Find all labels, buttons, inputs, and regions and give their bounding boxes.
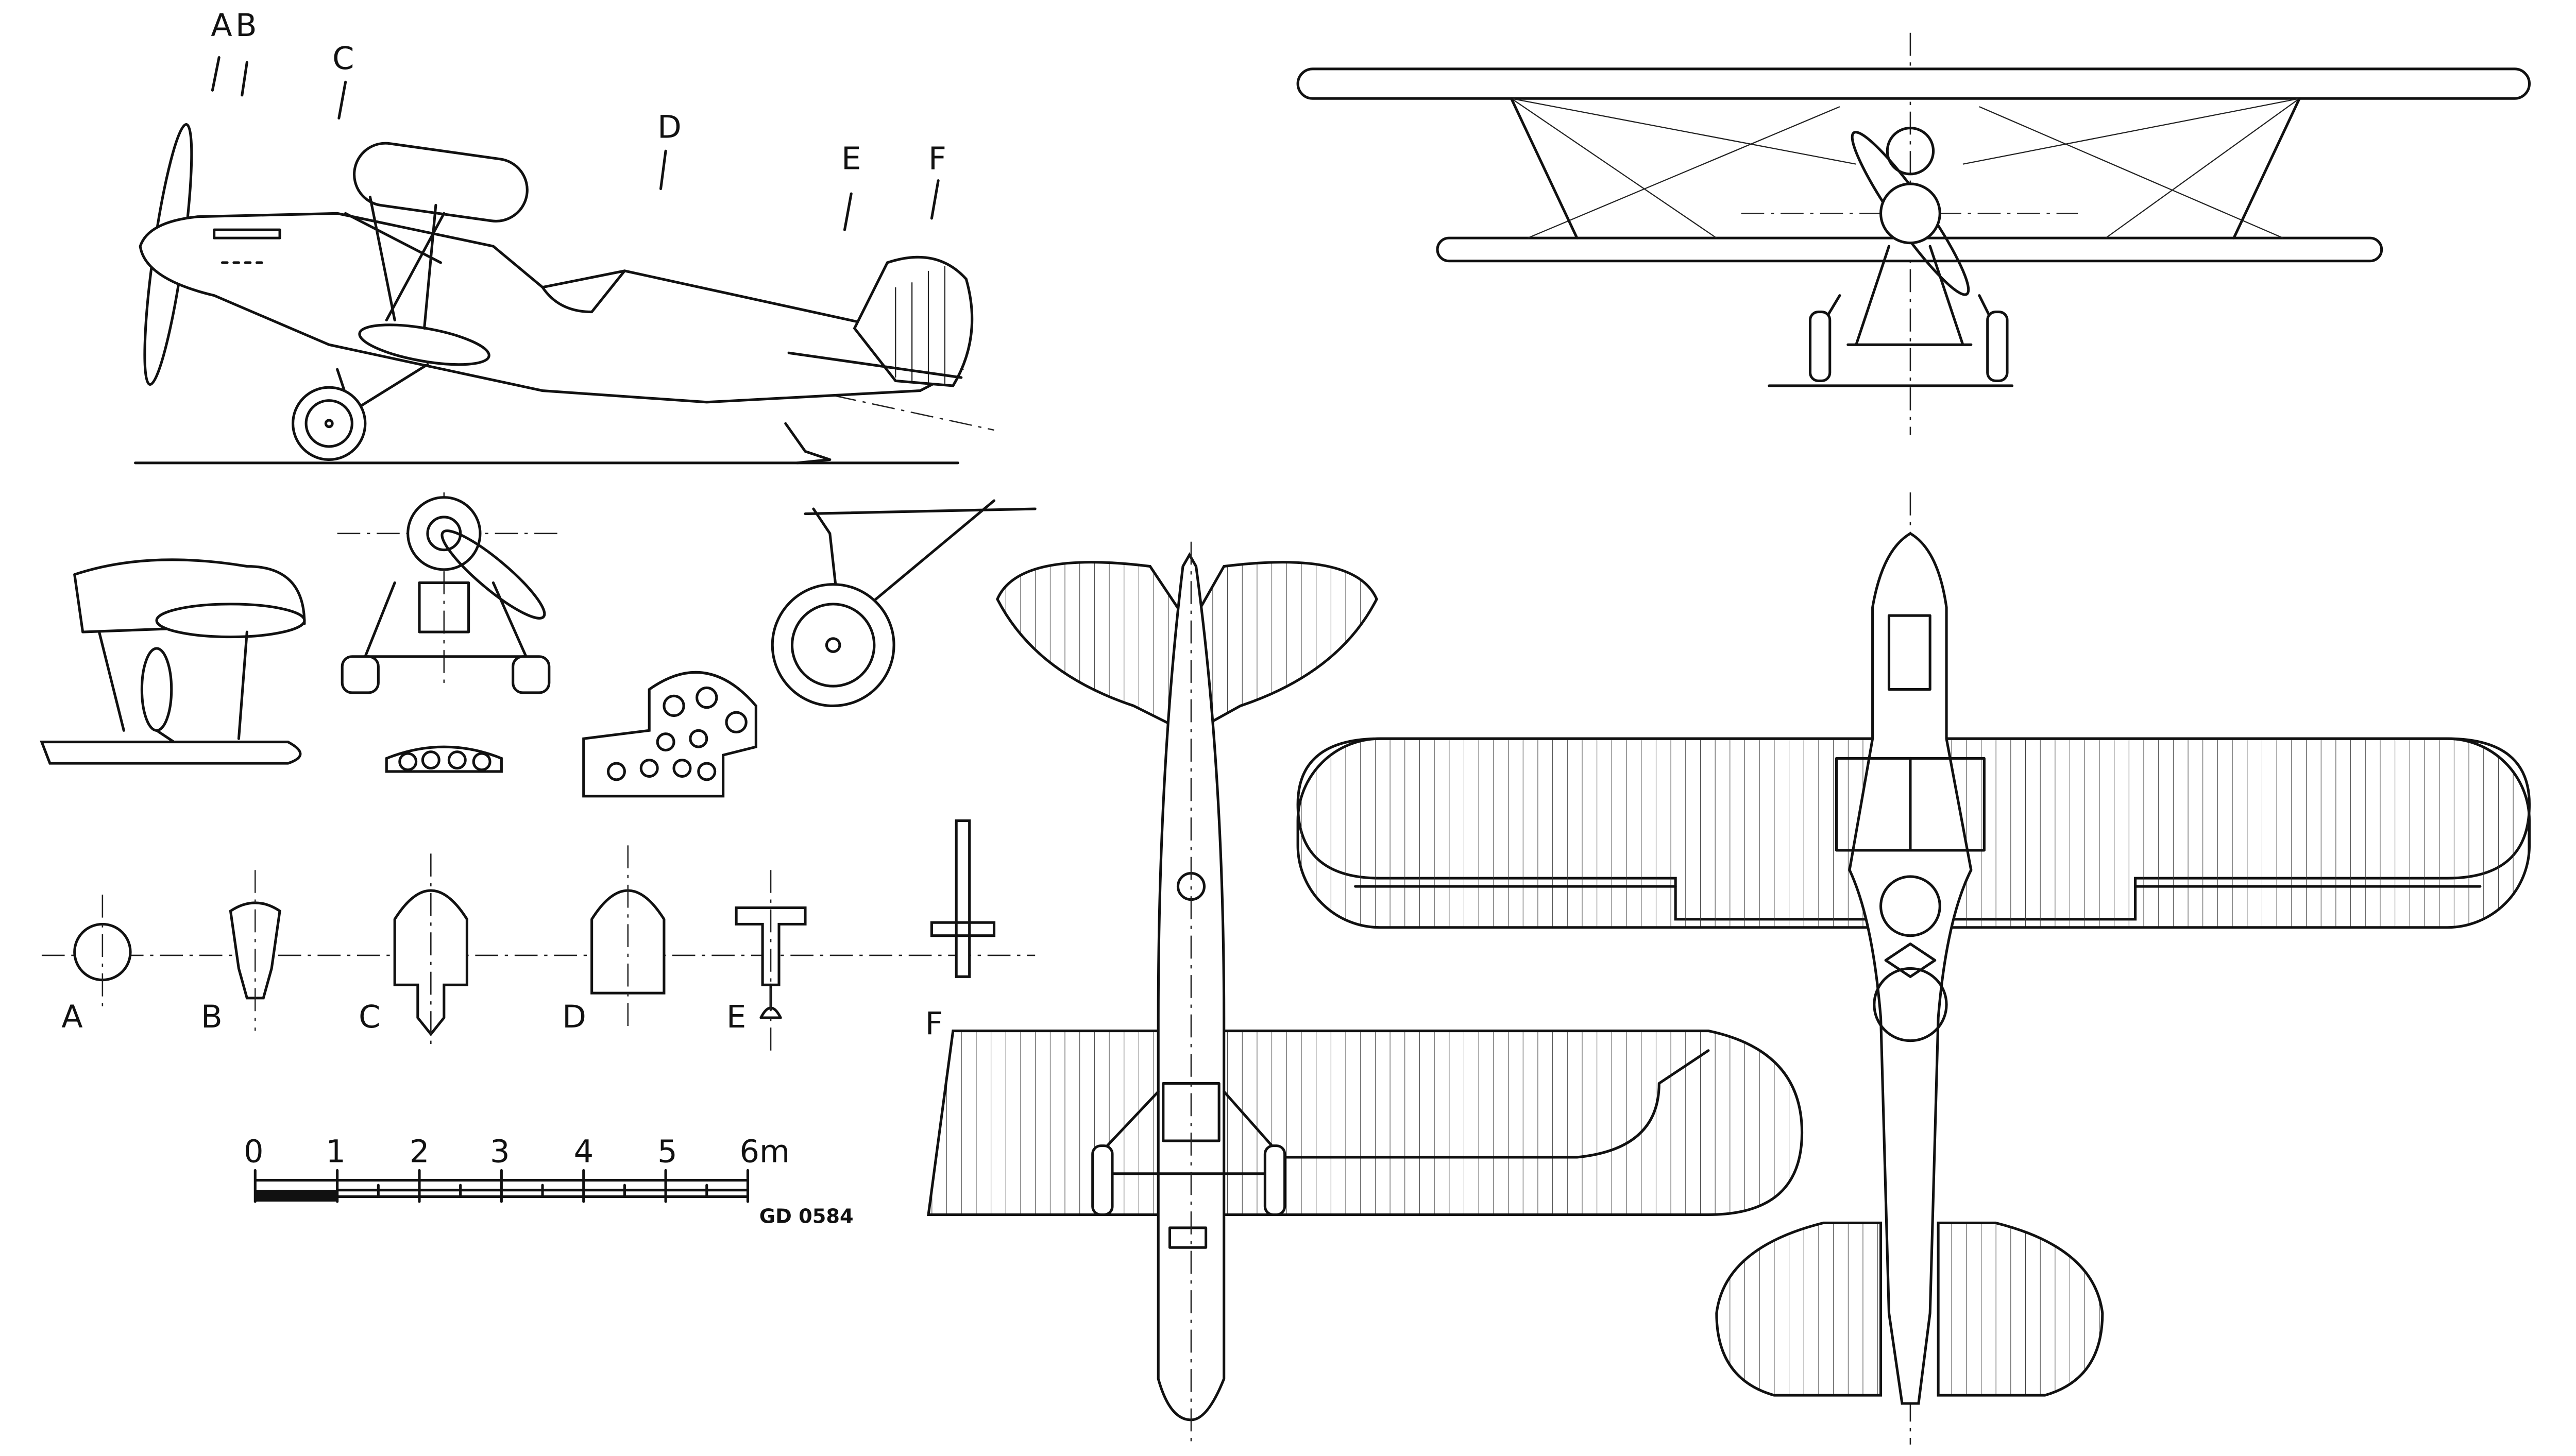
- section-label-c: C: [359, 999, 380, 1035]
- left-tailplane-bottom: [996, 561, 1184, 733]
- scale-tick-1: 1: [326, 1134, 346, 1170]
- scale-tick-2: 2: [410, 1134, 430, 1170]
- section-label-e: E: [726, 999, 746, 1035]
- ski-gear-detail: [40, 558, 306, 765]
- scale-tick-3: 3: [490, 1134, 510, 1170]
- right-wheel-front: [1986, 311, 2009, 382]
- lower-wing-side: [358, 323, 490, 366]
- upper-wing-front: [1296, 67, 2531, 100]
- cross-sections: A B C D E F: [41, 819, 1036, 1051]
- callout-a: A: [211, 8, 232, 44]
- instrument-panel-large: [582, 671, 757, 798]
- lower-wing-bottom: [927, 1029, 1804, 1217]
- section-e-shape: [735, 906, 807, 986]
- scale-tick-0: 0: [244, 1134, 264, 1170]
- callout-c: C: [332, 41, 354, 77]
- scale-bar: 0 1 2 3 4 5 6m GD 0584: [244, 1134, 854, 1228]
- section-label-a: A: [61, 999, 82, 1035]
- section-label-f: F: [925, 1006, 943, 1042]
- scale-tick-6: 6m: [739, 1134, 790, 1170]
- bottom-view: [927, 541, 1804, 1445]
- upper-wing-side: [353, 142, 529, 222]
- callout-e: E: [841, 141, 861, 177]
- scale-tick-4: 4: [574, 1134, 594, 1170]
- section-label-d: D: [562, 999, 586, 1035]
- section-label-b: B: [201, 999, 223, 1035]
- left-wheel-bottom: [1091, 1144, 1114, 1217]
- right-tailplane-top: [1937, 1221, 2104, 1397]
- callout-f: F: [928, 141, 946, 177]
- fuselage-side: [139, 212, 964, 404]
- front-view: [1296, 32, 2531, 435]
- float-gear-detail: [337, 492, 559, 694]
- engine-cowl-front: [1879, 182, 1941, 245]
- instrument-panel-small: [385, 745, 503, 773]
- left-wheel-front: [1808, 311, 1832, 382]
- right-tailplane-bottom: [1194, 561, 1378, 733]
- callout-b: B: [235, 8, 257, 44]
- fin-rudder: [853, 255, 974, 387]
- signature: GD 0584: [759, 1205, 854, 1228]
- section-callouts: A B C D E F: [211, 8, 946, 231]
- section-f-shape: [930, 819, 996, 978]
- right-wheel-bottom: [1263, 1144, 1286, 1217]
- side-view: [134, 123, 994, 465]
- callout-d: D: [657, 110, 682, 146]
- left-tailplane-top: [1715, 1221, 1883, 1397]
- landing-gear-detail: [771, 499, 1037, 708]
- top-view: [1296, 492, 2531, 1445]
- main-wheel-side: [292, 386, 367, 461]
- scale-tick-5: 5: [657, 1134, 677, 1170]
